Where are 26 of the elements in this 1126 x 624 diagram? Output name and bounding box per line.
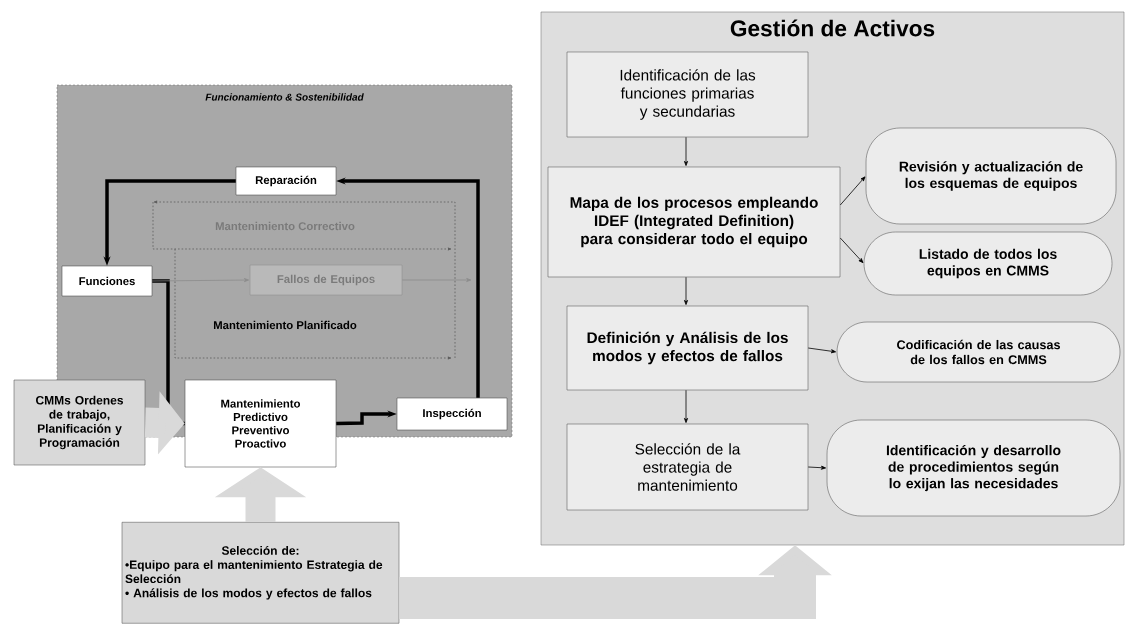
panel-title: Gestión de Activos [730, 19, 935, 37]
arrow [807, 347, 836, 354]
arrow [807, 465, 826, 470]
rounded-box: Revisión y actualización de los esquemas de equipos [865, 127, 1117, 225]
process-box: Reparación [235, 166, 337, 196]
rounded-box: Listado de todos los equipos en CMMS [863, 231, 1113, 296]
arrow [151, 278, 249, 283]
region-label: Mantenimiento Planificado [213, 320, 357, 330]
panel-title: Funcionamiento & Sostenibilidad [205, 93, 364, 101]
arrow [684, 276, 688, 305]
arrow [684, 136, 688, 166]
process-box: Identificación de las funciones primarias y secundarias [566, 51, 809, 138]
selection-box: Selección de: •Equipo para el mantenimiento Estrategia de Selección • Análisis de los modos y efectos de fallos [121, 522, 400, 624]
process-box: Funciones [61, 265, 153, 297]
input-box: CMMs Ordenes de trabajo, Planificación y Programación [13, 379, 146, 466]
process-box: Mapa de los procesos empleando IDEF (Integrated Definition) para considerar todo el equipo [547, 166, 841, 278]
process-box: Fallos de Equipos [249, 264, 403, 296]
process-box: Definición y Análisis de los modos y efectos de fallos [566, 305, 809, 391]
process-box: Inspección [396, 397, 508, 431]
rounded-box: Identificación y desarrollo de procedimientos según lo exijan las necesidades [826, 419, 1121, 517]
rounded-box: Codificación de las causas de los fallos en CMMS [836, 321, 1121, 383]
arrow [839, 176, 866, 206]
process-box: Selección de la estrategia de mantenimiento [566, 423, 809, 511]
arrow [684, 389, 688, 423]
process-box: Mantenimiento Predictivo Preventivo Proactivo [184, 379, 337, 468]
arrow [839, 237, 864, 264]
